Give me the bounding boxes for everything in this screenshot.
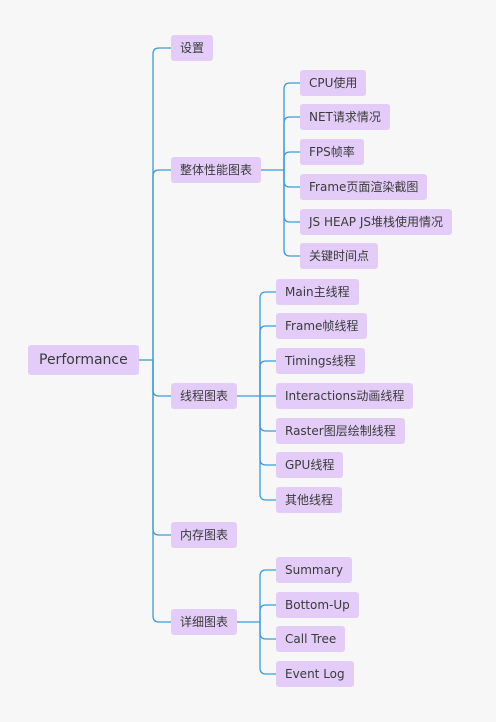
connector-line	[259, 396, 276, 432]
branch-memory[interactable]: 内存图表	[171, 522, 238, 548]
leaf-event-log[interactable]: Event Log	[276, 661, 354, 687]
connector-line	[259, 622, 276, 675]
connector-line	[283, 151, 300, 170]
branch-overall-perf[interactable]: 整体性能图表	[171, 157, 262, 183]
leaf-cpu[interactable]: CPU使用	[300, 70, 367, 96]
leaf-frame-shot[interactable]: Frame页面渲染截图	[300, 174, 428, 200]
leaf-js-heap[interactable]: JS HEAP JS堆栈使用情况	[300, 209, 452, 235]
connector-line	[259, 291, 276, 396]
leaf-key-time[interactable]: 关键时间点	[300, 243, 379, 269]
connector-line	[152, 360, 171, 623]
connector-line	[259, 396, 276, 501]
leaf-frame-thread[interactable]: Frame帧线程	[276, 313, 368, 339]
connector-line	[259, 604, 276, 622]
leaf-net[interactable]: NET请求情况	[300, 104, 390, 130]
connector-line	[283, 170, 300, 257]
leaf-bottom-up[interactable]: Bottom-Up	[276, 592, 359, 618]
branch-threads[interactable]: 线程图表	[171, 383, 238, 409]
root-node[interactable]: Performance	[28, 345, 139, 375]
connector-line	[259, 569, 276, 622]
branch-detail[interactable]: 详细图表	[171, 609, 238, 635]
leaf-call-tree[interactable]: Call Tree	[276, 626, 346, 652]
leaf-gpu[interactable]: GPU线程	[276, 452, 344, 478]
connector-line	[283, 170, 300, 188]
leaf-interactions[interactable]: Interactions动画线程	[276, 383, 414, 409]
leaf-main-thread[interactable]: Main主线程	[276, 279, 359, 305]
connector-line	[259, 325, 276, 396]
leaf-raster[interactable]: Raster图层绘制线程	[276, 418, 405, 444]
leaf-summary[interactable]: Summary	[276, 557, 352, 583]
connector-line	[259, 622, 276, 640]
leaf-timings[interactable]: Timings线程	[276, 348, 365, 374]
leaf-fps[interactable]: FPS帧率	[300, 139, 364, 165]
connector-line	[283, 170, 300, 223]
connector-line	[259, 360, 276, 396]
connector-line	[152, 360, 171, 397]
connector-line	[152, 47, 171, 360]
connector-line	[152, 169, 171, 360]
connector-line	[152, 360, 171, 536]
connector-line	[283, 82, 300, 170]
branch-settings[interactable]: 设置	[171, 35, 214, 61]
leaf-other-threads[interactable]: 其他线程	[276, 487, 343, 513]
connector-line	[283, 116, 300, 170]
